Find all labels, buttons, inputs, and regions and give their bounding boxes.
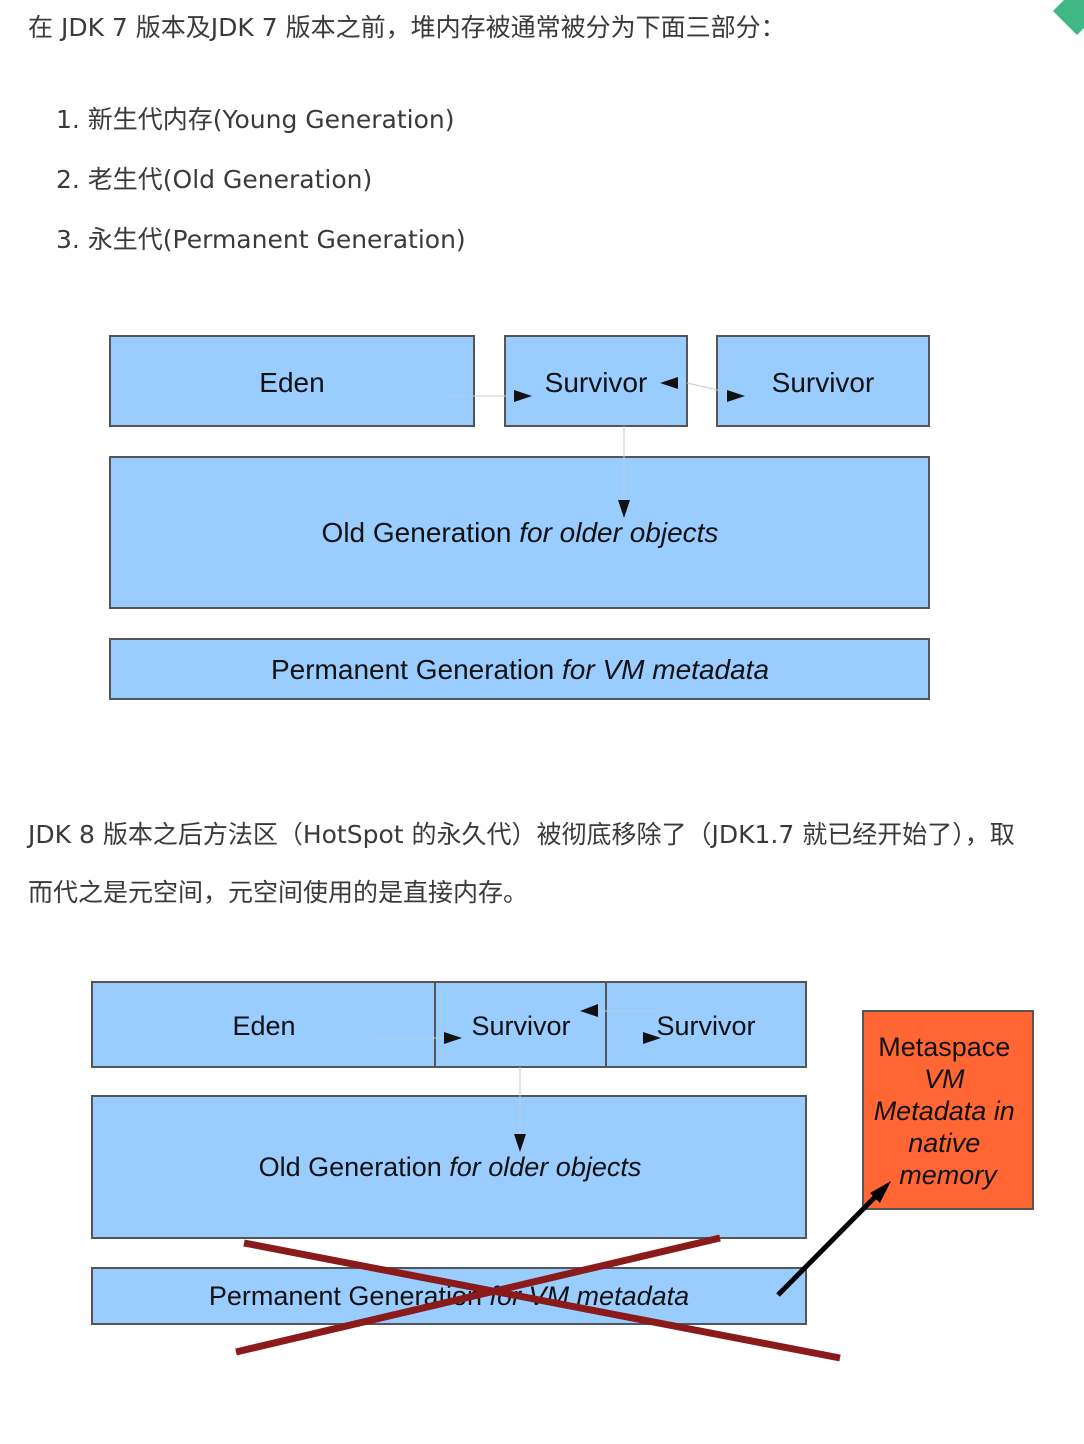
jdk8-paragraph: JDK 8 版本之后方法区（HotSpot 的永久代）被彻底移除了（JDK1.7… bbox=[28, 820, 1015, 907]
eden-label: Eden bbox=[259, 367, 324, 398]
metaspace-box bbox=[862, 1010, 1034, 1210]
arrow-head bbox=[643, 1032, 661, 1044]
list-item: 3. 永生代(Permanent Generation) bbox=[56, 225, 466, 254]
survivor-label: Survivor bbox=[471, 1011, 570, 1041]
survivor-box bbox=[434, 981, 607, 1068]
permanent-generation-label: Permanent Generation for VM metadata bbox=[271, 654, 769, 685]
permanent-generation-box bbox=[109, 638, 930, 700]
old-generation-label: Old Generation for older objects bbox=[259, 1152, 642, 1182]
eden-box bbox=[91, 981, 436, 1068]
survivor-box bbox=[605, 981, 807, 1068]
jdk7-heap-diagram: Eden Survivor Survivor Old Generation fo… bbox=[109, 335, 930, 700]
survivor-box bbox=[504, 335, 688, 427]
eden-box bbox=[109, 335, 475, 427]
old-generation-box bbox=[109, 456, 930, 609]
arrow-head bbox=[727, 390, 745, 402]
arrow-head bbox=[660, 377, 678, 389]
list-item: 1. 新生代内存(Young Generation) bbox=[56, 105, 455, 134]
eden-label: Eden bbox=[232, 1011, 295, 1041]
survivor-box bbox=[716, 335, 930, 427]
old-generation-box bbox=[91, 1095, 807, 1239]
survivor-label: Survivor bbox=[656, 1011, 755, 1041]
removed-cross-line bbox=[243, 1239, 841, 1362]
intro-paragraph: 在 JDK 7 版本及JDK 7 版本之前，堆内存被通常被分为下面三部分： bbox=[28, 13, 786, 42]
arrow-head bbox=[618, 500, 630, 518]
removed-cross-line bbox=[235, 1234, 721, 1356]
permanent-generation-box bbox=[91, 1267, 807, 1325]
generation-list: 1. 新生代内存(Young Generation) 2. 老生代(Old Ge… bbox=[56, 94, 466, 274]
arrow-head bbox=[580, 1004, 598, 1017]
jdk8-heap-diagram: Eden Survivor Survivor Old Generation fo… bbox=[91, 981, 1034, 1362]
migration-arrow bbox=[776, 1192, 880, 1297]
metaspace-label: Metaspace VM Metadata in native memory bbox=[874, 1032, 1023, 1190]
arrow-head bbox=[514, 390, 532, 402]
arrow-head bbox=[870, 1181, 891, 1203]
survivor-label: Survivor bbox=[772, 367, 875, 398]
arrow-head bbox=[444, 1032, 462, 1044]
arrow-head bbox=[514, 1134, 526, 1152]
old-generation-label: Old Generation for older objects bbox=[322, 517, 719, 548]
list-item: 2. 老生代(Old Generation) bbox=[56, 165, 373, 194]
survivor-label: Survivor bbox=[545, 367, 648, 398]
